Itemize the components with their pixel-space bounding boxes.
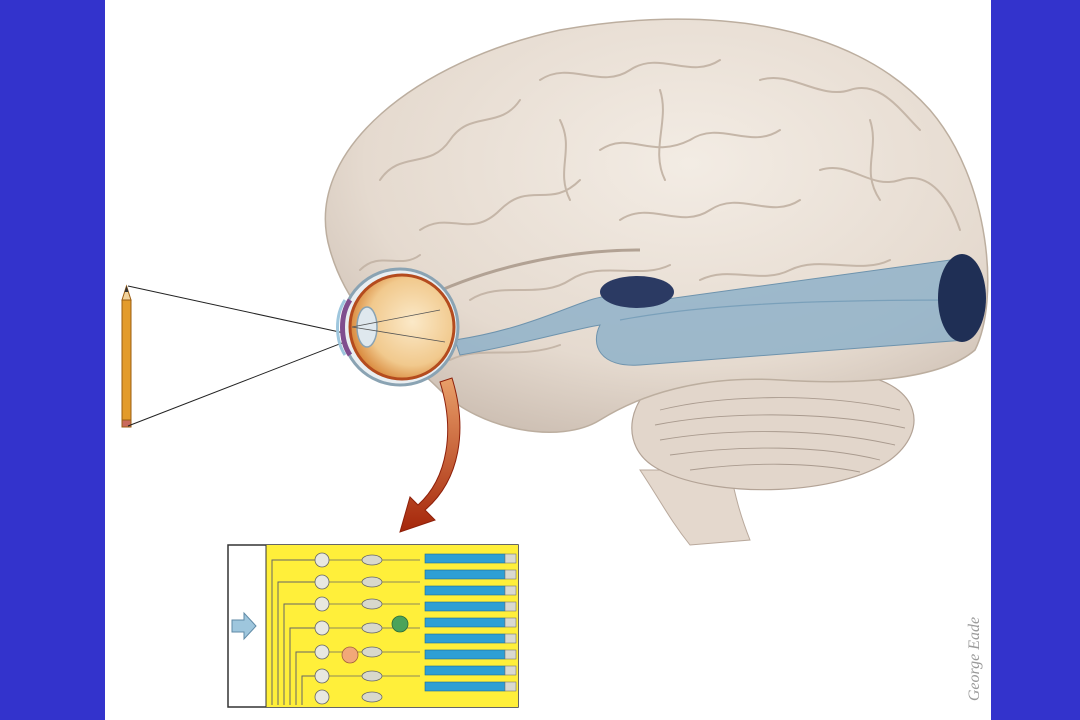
illustrator-credit: George Eade [955,612,995,712]
optic-pathway [454,259,966,366]
pencil [121,284,132,428]
credit-text: George Eade [966,616,983,702]
light-direction-arrow [231,611,257,641]
visual-cortex [938,254,986,342]
lateral-geniculate [600,276,674,308]
eye [336,267,460,387]
curved-arrow [399,377,461,533]
retina-cross-section [227,544,519,708]
